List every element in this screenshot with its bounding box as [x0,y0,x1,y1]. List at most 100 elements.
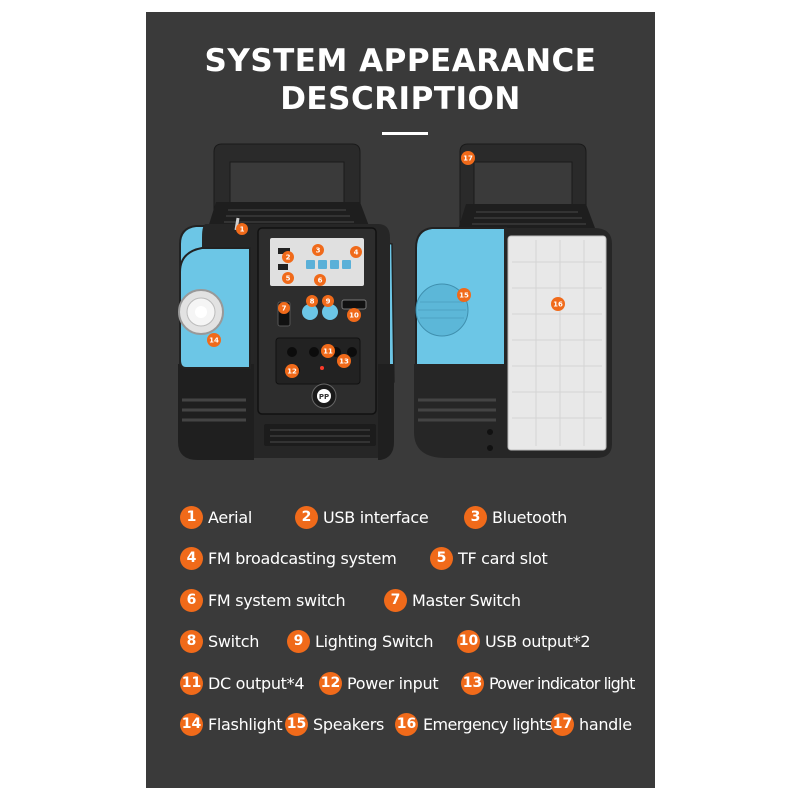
callout-12: 12 [285,364,299,378]
callout-13: 13 [337,354,351,368]
callout-2: 2 [282,251,294,263]
product-panel: SYSTEM APPEARANCE DESCRIPTION [146,12,655,788]
title-line-1: SYSTEM APPEARANCE [204,43,597,79]
back-unit [414,143,612,458]
callout-7: 7 [278,302,290,314]
title-line-2: DESCRIPTION [280,81,521,117]
svg-text:4: 4 [354,249,359,257]
legend-number-badge: 1 [180,505,203,529]
legend-number-badge: 8 [180,629,203,653]
legend-number-badge: 4 [180,546,203,570]
callout-4: 4 [350,246,362,258]
legend-label: Emergency lights [423,714,553,734]
svg-text:1: 1 [240,226,245,234]
legend-label: Power indicator light [489,673,635,693]
legend-label: Speakers [313,714,385,734]
emergency-light-panel [507,235,607,451]
callout-3: 3 [312,244,324,256]
svg-text:14: 14 [209,337,219,345]
svg-text:5: 5 [286,275,291,283]
legend-number-badge: 9 [287,629,310,653]
callout-9: 9 [322,295,334,307]
legend-label: Aerial [208,507,252,527]
legend-number-badge: 3 [464,505,487,529]
svg-text:13: 13 [339,358,349,366]
legend-label: Lighting Switch [315,631,434,651]
legend-label: USB output*2 [485,631,591,651]
legend-label: handle [579,714,632,734]
legend-label: Switch [208,631,260,651]
legend-number-badge: 10 [457,629,480,653]
callout-16: 16 [551,297,565,311]
svg-text:10: 10 [349,312,359,320]
legend-number-badge: 2 [295,505,318,529]
legend-label: Bluetooth [492,507,567,527]
legend-number-badge: 14 [180,712,203,736]
legend-number-badge: 7 [384,588,407,612]
legend-label: FM broadcasting system [208,548,397,568]
mp3-module [270,238,364,286]
legend-label: Master Switch [412,590,521,610]
legend-number-badge: 12 [319,671,342,695]
brand-logo-text: PP [319,393,329,401]
callout-8: 8 [306,295,318,307]
callout-15: 15 [457,288,471,302]
legend-label: Flashlight [208,714,283,734]
svg-text:17: 17 [463,155,473,163]
brand-logo [317,389,331,403]
legend-number-badge: 17 [551,712,574,736]
legend-label: DC output*4 [208,673,305,693]
product-illustration: PP [178,143,612,460]
left-corner [178,364,254,460]
svg-text:9: 9 [326,298,331,306]
svg-text:12: 12 [287,368,297,376]
legend-label: TF card slot [458,548,548,568]
legend-label: FM system switch [208,590,346,610]
legend-number-badge: 16 [395,712,418,736]
svg-text:11: 11 [323,348,333,356]
legend-number-badge: 6 [180,588,203,612]
svg-text:8: 8 [310,298,315,306]
svg-text:16: 16 [553,301,563,309]
lighting-switch-icon [322,304,338,320]
front-unit: PP [178,143,395,460]
svg-text:2: 2 [286,254,291,262]
title-divider [382,132,428,135]
legend-number-badge: 5 [430,546,453,570]
legend-label: Power input [347,673,439,693]
svg-text:6: 6 [318,277,323,285]
callout-14: 14 [207,333,221,347]
callouts: 1 2 3 4 5 6 7 8 9 10 11 12 13 14 15 16 1… [207,151,565,378]
legend-number-badge: 15 [285,712,308,736]
callout-6: 6 [314,274,326,286]
switch-button-icon [302,304,318,320]
svg-text:3: 3 [316,247,321,255]
callout-1: 1 [236,223,248,235]
legend-number-badge: 11 [180,671,203,695]
callout-10: 10 [347,308,361,322]
callout-11: 11 [321,344,335,358]
legend-label: USB interface [323,507,429,527]
legend-number-badge: 13 [461,671,484,695]
svg-text:15: 15 [459,292,469,300]
callout-5: 5 [282,272,294,284]
svg-text:7: 7 [282,305,287,313]
callout-17: 17 [461,151,475,165]
